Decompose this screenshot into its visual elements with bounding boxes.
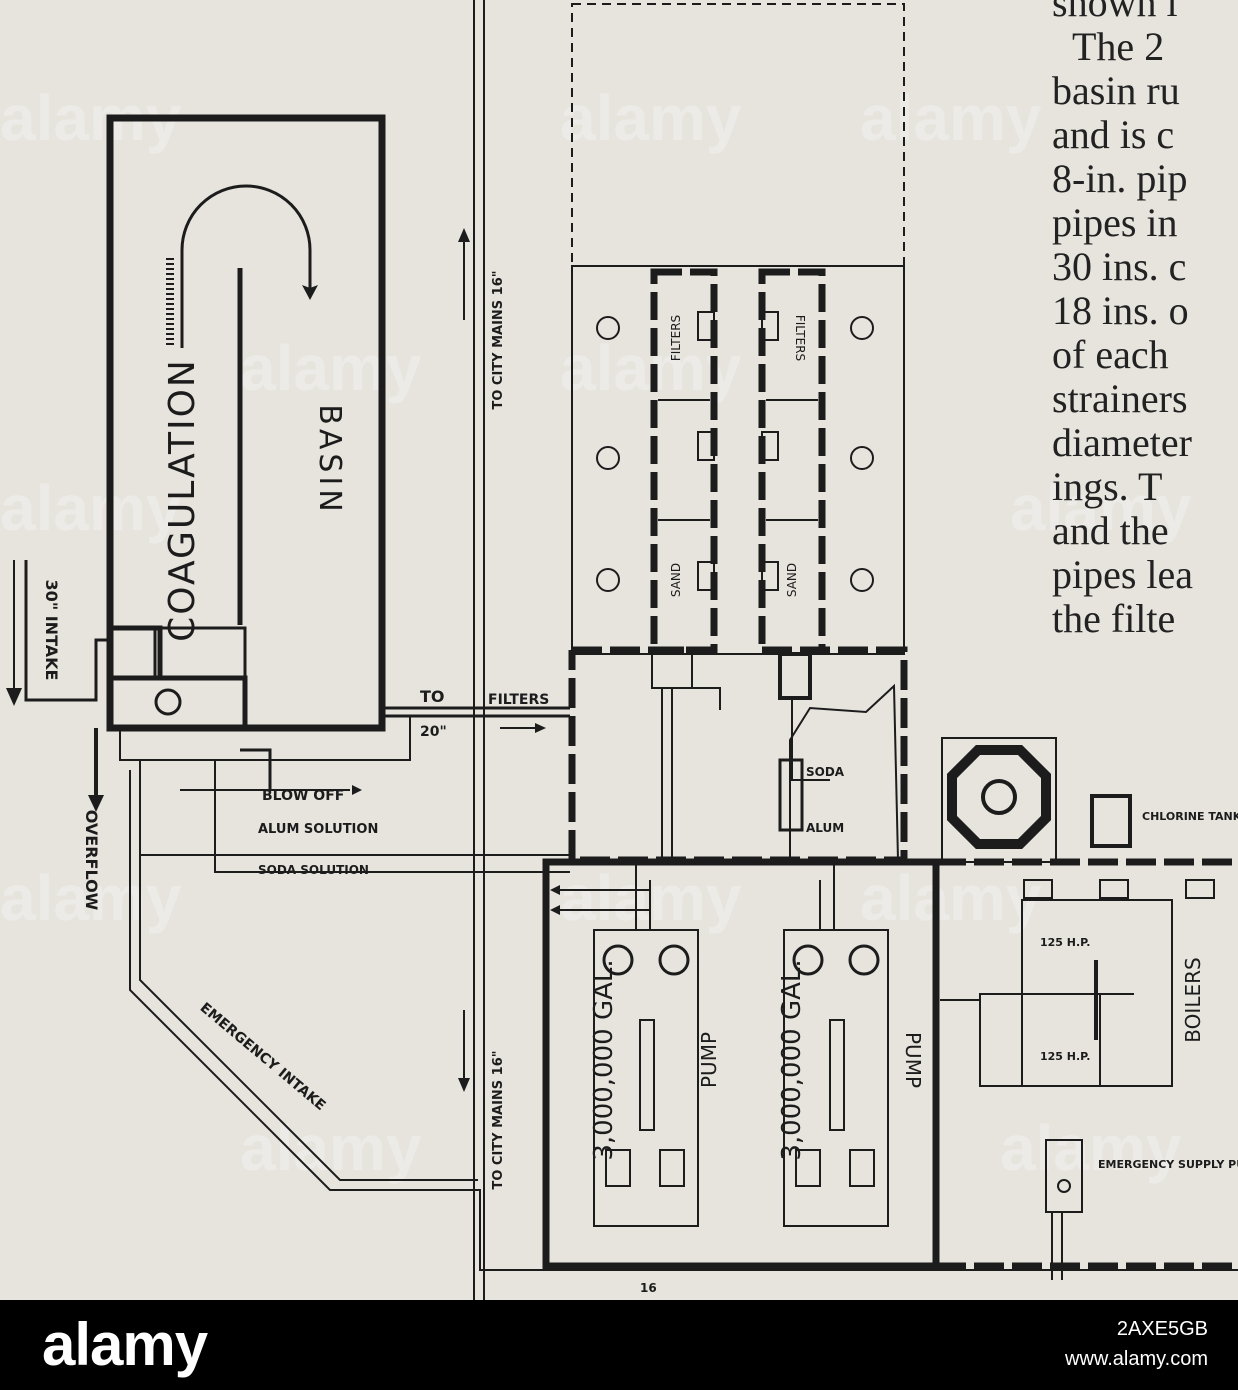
label-alum: ALUM xyxy=(806,821,844,835)
watermark-text: alamy xyxy=(0,472,182,544)
pump-valve-icon xyxy=(848,944,880,976)
label-20in: 20" xyxy=(420,724,447,740)
label-to: TO xyxy=(420,687,445,706)
label-boilers: BOILERS xyxy=(1181,957,1205,1042)
site-url[interactable]: www.alamy.com xyxy=(1065,1348,1208,1370)
label-bottom-16: 16 xyxy=(640,1281,657,1295)
pump-valve-icon xyxy=(792,944,824,976)
chlorine-tank xyxy=(1090,794,1132,848)
image-credit: 2AXE5GB www.alamy.com xyxy=(1065,1314,1208,1374)
water-plant-plan: alamy alamy alamy alamy alamy alamy alam… xyxy=(0,0,1238,1300)
pump-house: 3,000,000 GAL. 3,000,000 GAL. PUMP PUMP xyxy=(542,858,940,1270)
watermark-text: alamy xyxy=(560,82,742,154)
pump-valve-icon xyxy=(658,944,690,976)
label-pump-left: PUMP xyxy=(697,1032,721,1088)
prose-line: ings. T xyxy=(1052,464,1162,509)
chimney-icon xyxy=(947,745,1051,849)
label-hp-top: 125 H.P. xyxy=(1040,936,1090,949)
prose-line: of each xyxy=(1052,332,1169,377)
watermark-text: alamy xyxy=(240,332,422,404)
label-soda: SODA xyxy=(806,765,845,779)
prose-line: basin ru xyxy=(1052,68,1180,113)
prose-line: diameter xyxy=(1052,420,1192,465)
future-extension xyxy=(571,3,905,267)
boiler-house: CHLORINE TANK 125 H.P. 125 H.P. BOILERS … xyxy=(936,737,1238,1280)
watermark-text: alamy xyxy=(860,862,1042,934)
intake-pipes: 30" INTAKE OVERFLOW xyxy=(6,560,110,911)
label-pump-right: PUMP xyxy=(901,1032,925,1088)
watermark-text: alamy xyxy=(0,862,182,934)
city-mains: TO CITY MAINS 16" TO CITY MAINS 16" 16 xyxy=(458,0,657,1300)
prose-line: strainers xyxy=(1052,376,1188,421)
footer-bar xyxy=(0,1300,1238,1390)
label-intake: 30" INTAKE xyxy=(42,580,61,681)
label-chlorine: CHLORINE TANK xyxy=(1142,810,1238,823)
label-overflow: OVERFLOW xyxy=(82,810,101,911)
label-city-mains-top: TO CITY MAINS 16" xyxy=(491,270,506,409)
prose-line: 8-in. pip xyxy=(1052,156,1188,201)
watermark-text: alamy xyxy=(1010,472,1192,544)
watermark-text: alamy xyxy=(240,1112,422,1184)
pump-valve-icon xyxy=(602,944,634,976)
prose-line: the filte xyxy=(1052,596,1175,641)
label-emergency-pump: EMERGENCY SUPPLY PUMP xyxy=(1098,1158,1238,1171)
label-blow-off: BLOW OFF xyxy=(262,788,344,804)
prose-line: pipes in xyxy=(1052,200,1178,245)
label-pump-capacity-right: 3,000,000 GAL. xyxy=(777,959,807,1160)
alamy-logo[interactable]: alamy xyxy=(42,1311,208,1378)
pump-unit xyxy=(593,929,699,1227)
label-basin: BASIN xyxy=(312,404,347,515)
image-id: 2AXE5GB xyxy=(1116,1318,1208,1340)
label-alum-solution: ALUM SOLUTION xyxy=(258,822,378,837)
prose-line: pipes lea xyxy=(1052,552,1193,597)
prose-line: 18 ins. o xyxy=(1052,288,1189,333)
label-filters-left: FILTERS xyxy=(669,315,683,361)
well-icon xyxy=(154,688,182,716)
filter-tank-icon xyxy=(850,316,874,340)
label-soda-solution: SODA SOLUTION xyxy=(258,863,369,877)
filter-tank-icon xyxy=(850,446,874,470)
label-sand-right: SAND xyxy=(785,563,799,597)
label-pump-capacity-left: 3,000,000 GAL. xyxy=(589,959,619,1160)
label-filters-pipe: FILTERS xyxy=(488,692,549,708)
pump-unit xyxy=(783,929,889,1227)
flow-arrow-icon xyxy=(180,184,312,348)
prose-line: shown i xyxy=(1052,0,1178,25)
prose-line: and the xyxy=(1052,508,1169,553)
label-filters-right: FILTERS xyxy=(793,315,807,361)
filter-tank-icon xyxy=(850,568,874,592)
watermark-text: alamy xyxy=(860,82,1042,154)
filter-tank-icon xyxy=(596,446,620,470)
coagulation-basin: COAGULATION BASIN xyxy=(106,114,386,732)
label-hp-bottom: 125 H.P. xyxy=(1040,1050,1090,1063)
watermark-text: alamy xyxy=(1000,1112,1182,1184)
filter-tank-icon xyxy=(596,316,620,340)
filter-tank-icon xyxy=(596,568,620,592)
prose-column: shown i The 2 basin ru and is c 8-in. pi… xyxy=(1052,0,1193,641)
prose-line: and is c xyxy=(1052,112,1174,157)
label-sand-left: SAND xyxy=(669,563,683,597)
label-coagulation: COAGULATION xyxy=(162,358,203,642)
prose-line: The 2 xyxy=(1072,24,1164,69)
prose-line: 30 ins. c xyxy=(1052,244,1186,289)
label-city-mains-bottom: TO CITY MAINS 16" xyxy=(491,1050,506,1189)
emergency-pump-unit xyxy=(1045,1139,1083,1213)
